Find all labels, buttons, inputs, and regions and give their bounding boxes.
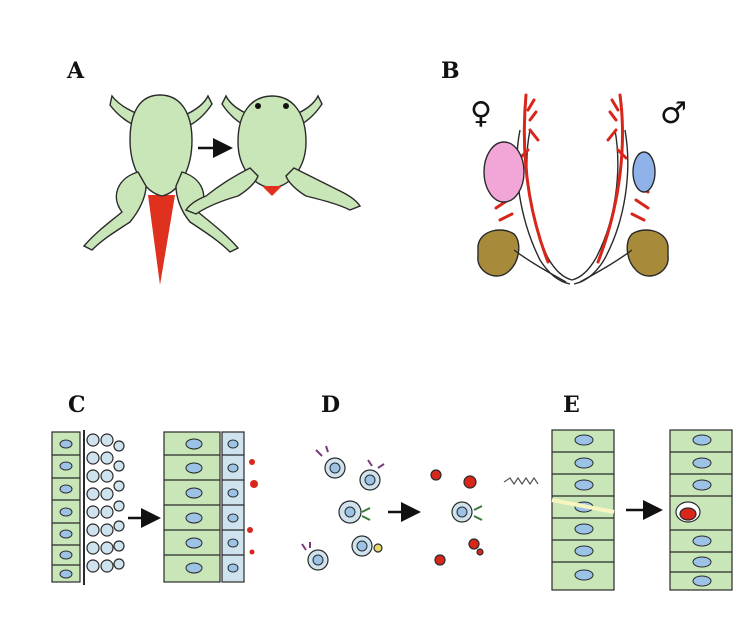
testis xyxy=(633,152,655,192)
epithelium-before xyxy=(52,430,84,585)
epithelium-e-before xyxy=(552,430,614,590)
panel-e-cell-extrusion xyxy=(504,430,732,590)
tail xyxy=(148,195,175,285)
macrophages-after xyxy=(431,470,483,565)
kidney-left xyxy=(478,230,519,276)
panel-c-cell-layers xyxy=(52,430,258,585)
epithelium-after xyxy=(164,432,258,582)
mesenchyme-before xyxy=(87,434,124,572)
epithelium-e-after xyxy=(670,430,732,590)
kidney-right xyxy=(627,230,668,276)
froglet-tail-resorbed xyxy=(186,96,360,214)
panel-b-urogenital xyxy=(478,95,668,284)
panel-a-metamorphosis xyxy=(84,95,360,285)
macrophages-before xyxy=(302,446,384,570)
panel-d-phagocytosis xyxy=(302,446,483,570)
ovary xyxy=(484,142,524,202)
